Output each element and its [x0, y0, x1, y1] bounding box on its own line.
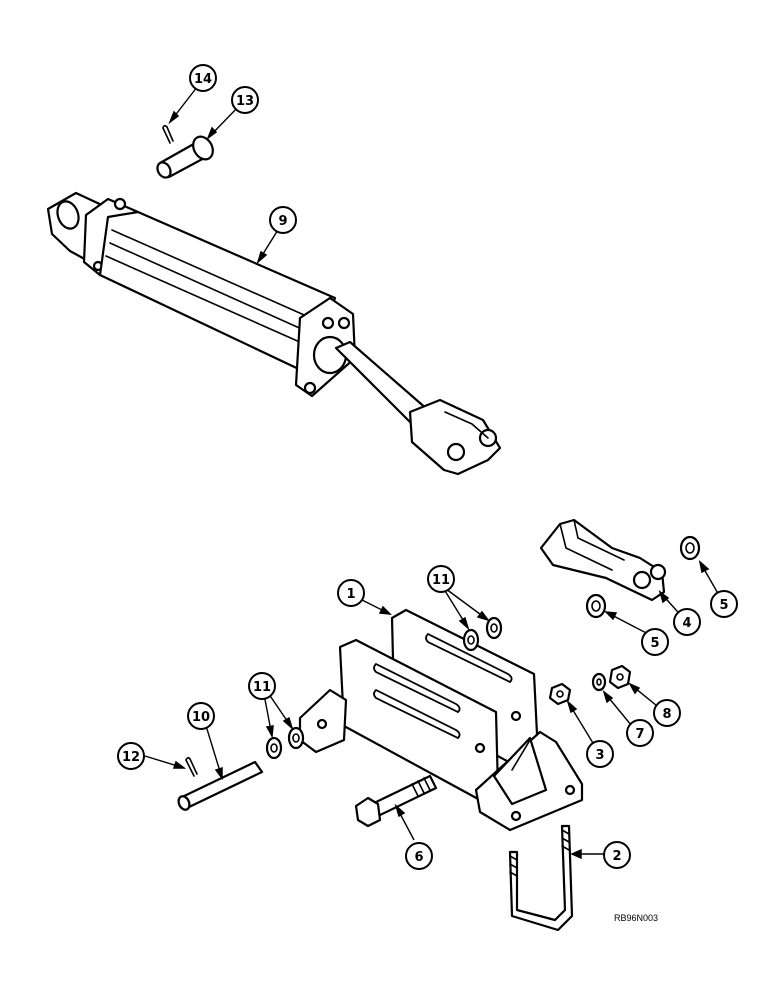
callout-9: 9	[269, 206, 297, 234]
callout-3: 3	[586, 740, 614, 768]
callout-label: 9	[278, 214, 287, 229]
hex-bolt	[354, 774, 438, 828]
callout-14: 14	[189, 64, 217, 92]
callout-label: 6	[414, 850, 423, 865]
cotter-pin-top	[162, 124, 174, 144]
callout-label: 10	[192, 710, 210, 725]
callout-label: 4	[682, 616, 691, 631]
callout-11-upper: 11	[427, 565, 455, 593]
callout-11-lower: 11	[248, 672, 276, 700]
washers-upper	[462, 616, 503, 652]
cotter-pin-lower	[185, 756, 198, 777]
callout-label: 5	[650, 636, 659, 651]
callout-4: 4	[673, 608, 701, 636]
washers-lower	[265, 726, 305, 760]
callout-12: 12	[117, 742, 145, 770]
callout-label: 7	[635, 727, 644, 742]
callout-label: 11	[253, 680, 271, 695]
clevis-pin-top	[156, 135, 214, 179]
callout-7: 7	[626, 719, 654, 747]
callout-5-middle: 5	[641, 628, 669, 656]
figure-code: RB96N003	[614, 913, 658, 923]
callout-8: 8	[653, 699, 681, 727]
callout-2: 2	[603, 841, 631, 869]
lock-washer	[591, 672, 607, 692]
callout-5-right: 5	[710, 590, 738, 618]
callout-label: 11	[432, 573, 450, 588]
clevis-pin-lower	[177, 760, 264, 811]
hydraulic-cylinder	[46, 191, 502, 476]
callout-1: 1	[337, 579, 365, 607]
callout-label: 2	[612, 849, 621, 864]
callout-label: 13	[236, 94, 254, 109]
callout-label: 8	[662, 707, 671, 722]
callout-6: 6	[405, 842, 433, 870]
callout-10: 10	[187, 702, 215, 730]
callout-label: 12	[122, 750, 140, 765]
callout-label: 3	[595, 748, 604, 763]
hex-nut	[548, 682, 572, 706]
bushing-lower	[585, 593, 607, 619]
mounting-bracket	[298, 608, 584, 832]
callout-label: 14	[194, 72, 212, 87]
bushing-upper	[679, 535, 701, 561]
callout-label: 5	[719, 598, 728, 613]
callout-13: 13	[231, 86, 259, 114]
nut-part-8	[608, 664, 632, 690]
callout-label: 1	[346, 587, 355, 602]
u-bolt	[508, 824, 574, 932]
link-strap	[539, 518, 667, 602]
